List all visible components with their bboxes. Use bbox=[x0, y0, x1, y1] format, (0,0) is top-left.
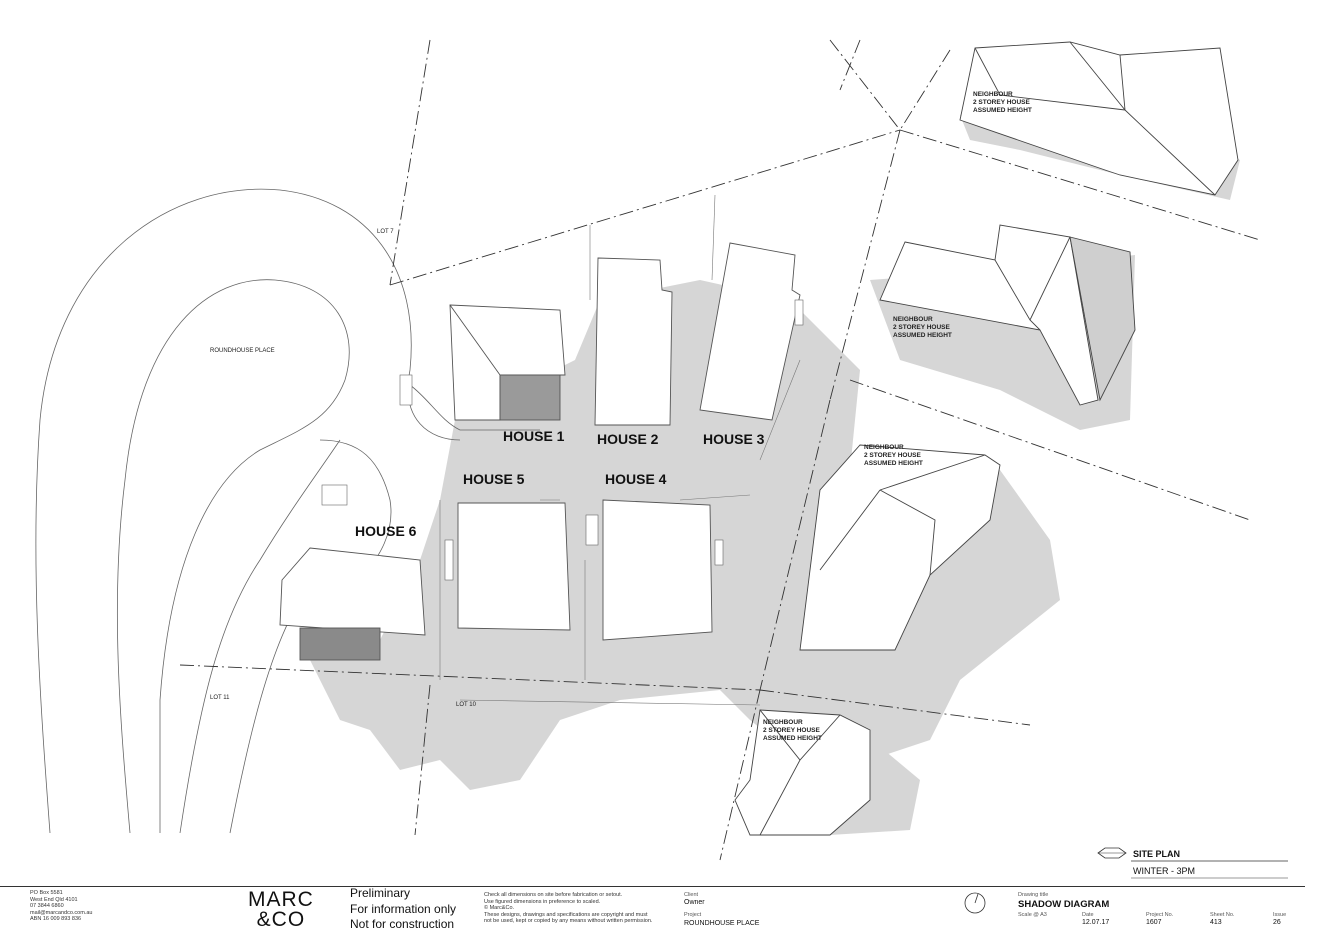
lot-10-label: LOT 10 bbox=[456, 702, 476, 708]
disclaimer: Check all dimensions on site before fabr… bbox=[484, 892, 653, 925]
site-details bbox=[321, 299, 804, 581]
client-value: Owner bbox=[684, 899, 705, 906]
house-2-label: HOUSE 2 bbox=[597, 431, 659, 447]
neighbour-roofs bbox=[734, 41, 1239, 836]
lot-11-label: LOT 11 bbox=[210, 695, 230, 701]
sheet-no-label: Sheet No. bbox=[1210, 912, 1235, 918]
site-houses bbox=[279, 242, 801, 661]
project-value: ROUNDHOUSE PLACE bbox=[684, 920, 760, 927]
lot-7-label: LOT 7 bbox=[377, 229, 394, 235]
north-point-icon bbox=[964, 892, 986, 914]
legend-title: SITE PLAN bbox=[1133, 849, 1181, 859]
issue-label: Issue bbox=[1273, 912, 1287, 918]
title-block-divider bbox=[0, 886, 1305, 887]
street-label: ROUNDHOUSE PLACE bbox=[210, 348, 275, 354]
house-3-label: HOUSE 3 bbox=[703, 431, 765, 447]
sheet-no-value: 413 bbox=[1210, 919, 1222, 926]
project-no-label: Project No. bbox=[1146, 912, 1174, 918]
issue-value: 26 bbox=[1273, 919, 1281, 926]
lot-boundaries bbox=[179, 39, 1261, 861]
site-plan-drawing bbox=[35, 39, 1261, 861]
client-label: Client bbox=[684, 892, 699, 898]
legend-subtitle: WINTER - 3PM bbox=[1133, 866, 1195, 876]
marc-and-co-logo: MARC &CO bbox=[248, 888, 314, 931]
project-label: Project bbox=[684, 912, 702, 918]
scale-label: Scale @ A3 bbox=[1018, 912, 1047, 918]
house-5-label: HOUSE 5 bbox=[463, 471, 525, 487]
office-address: PO Box 5581 West End Qld 4101 07 3844 68… bbox=[30, 890, 93, 923]
date-label: Date bbox=[1082, 912, 1094, 918]
preliminary-notice: Preliminary For information only Not for… bbox=[350, 886, 457, 931]
date-value: 12.07.17 bbox=[1082, 919, 1110, 926]
house-4-label: HOUSE 4 bbox=[605, 471, 667, 487]
site-lines bbox=[439, 194, 801, 706]
title-block: PO Box 5581 West End Qld 4101 07 3844 68… bbox=[0, 880, 1340, 947]
project-no-value: 1607 bbox=[1146, 919, 1162, 926]
drawing-title-label: Drawing title bbox=[1018, 892, 1049, 898]
house-6-label: HOUSE 6 bbox=[355, 523, 417, 539]
legend-graphic bbox=[1097, 847, 1288, 879]
house-1-label: HOUSE 1 bbox=[503, 428, 565, 444]
drawing-title: SHADOW DIAGRAM bbox=[1018, 899, 1110, 910]
